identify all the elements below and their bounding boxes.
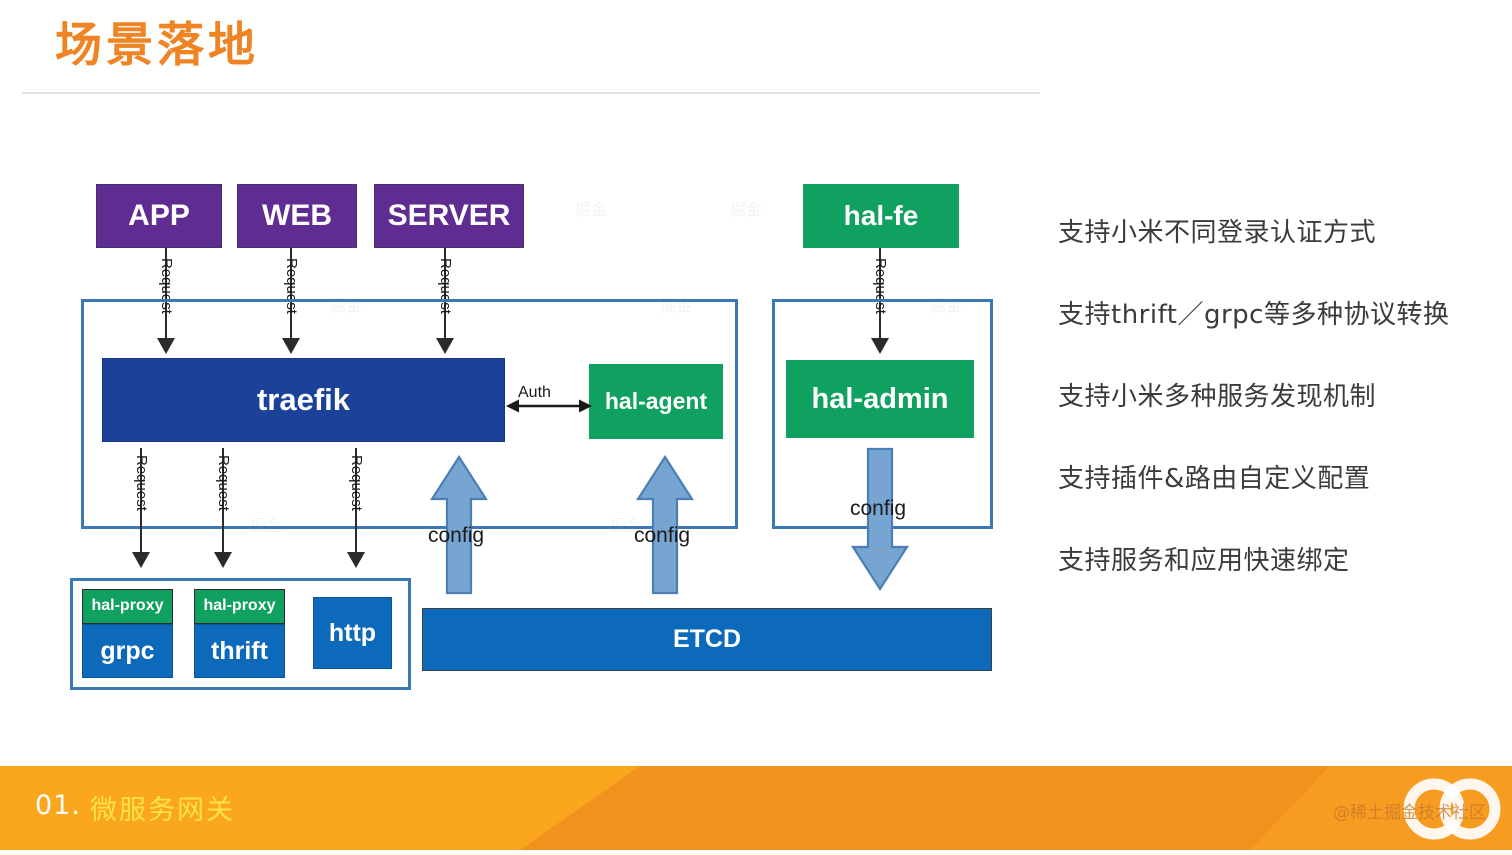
header-divider xyxy=(22,92,1040,94)
etcd-box[interactable]: ETCD xyxy=(422,608,992,671)
downstream-label-grpc: Request xyxy=(133,455,150,511)
hal-fe-box[interactable]: hal-fe xyxy=(803,184,959,248)
downstream-arrowhead-http xyxy=(347,552,365,568)
client-box-server[interactable]: SERVER xyxy=(374,184,524,248)
request-arrowhead-web xyxy=(282,338,300,354)
footer-section-number: 01. xyxy=(35,790,81,821)
protocol-box-thrift[interactable]: thrift xyxy=(194,624,285,678)
hal-proxy-box-thrift[interactable]: hal-proxy xyxy=(194,589,285,624)
infinity-logo-icon xyxy=(1398,768,1504,855)
gateway-container xyxy=(81,299,738,529)
client-box-app-label: APP xyxy=(128,199,190,233)
footer-band xyxy=(0,766,1512,850)
hal-proxy-grpc-label: hal-proxy xyxy=(91,597,164,615)
hal-fe-label: hal-fe xyxy=(843,200,919,232)
request-line-server xyxy=(444,248,446,344)
backend-container xyxy=(70,578,411,690)
config-arrow-traefik xyxy=(430,455,488,595)
etcd-label: ETCD xyxy=(672,625,742,654)
page-title: 场景落地 xyxy=(55,18,259,73)
protocol-thrift-label: thrift xyxy=(211,636,268,665)
hal-agent-label: hal-agent xyxy=(604,388,708,415)
client-box-web[interactable]: WEB xyxy=(237,184,357,248)
client-box-web-label: WEB xyxy=(262,199,332,233)
hal-proxy-box-grpc[interactable]: hal-proxy xyxy=(82,589,173,624)
config-label-admin: config xyxy=(850,497,907,520)
downstream-arrowhead-grpc xyxy=(132,552,150,568)
background-watermark: 掘金 xyxy=(250,516,283,535)
hal-admin-label: hal-admin xyxy=(811,382,949,415)
hal-proxy-thrift-label: hal-proxy xyxy=(203,597,276,615)
request-line-hal-fe xyxy=(879,248,881,344)
downstream-line-http xyxy=(355,448,357,558)
downstream-arrowhead-thrift xyxy=(214,552,232,568)
config-label-traefik: config xyxy=(428,524,485,547)
downstream-line-thrift xyxy=(222,448,224,558)
watermark-text: @稀土掘金技术社区 xyxy=(1333,803,1486,823)
protocol-box-http[interactable]: http xyxy=(313,597,392,669)
protocol-http-label: http xyxy=(328,618,377,647)
request-line-web xyxy=(290,248,292,344)
protocol-grpc-label: grpc xyxy=(100,636,155,665)
request-arrowhead-app xyxy=(157,338,175,354)
downstream-label-thrift: Request xyxy=(215,455,232,511)
request-arrowhead-server xyxy=(436,338,454,354)
feature-item: 支持thrift／grpc等多种协议转换 xyxy=(1058,300,1450,330)
auth-label: Auth xyxy=(518,384,551,401)
config-arrow-hal-agent xyxy=(636,455,694,595)
feature-item: 支持服务和应用快速绑定 xyxy=(1058,546,1350,576)
client-box-app[interactable]: APP xyxy=(96,184,222,248)
footer-diagonal-decoration xyxy=(0,766,1512,850)
downstream-line-grpc xyxy=(140,448,142,558)
hal-agent-box[interactable]: hal-agent xyxy=(589,364,723,439)
protocol-box-grpc[interactable]: grpc xyxy=(82,624,173,678)
footer-section-title: 微服务网关 xyxy=(90,795,235,826)
client-box-server-label: SERVER xyxy=(387,199,511,233)
traefik-label: traefik xyxy=(256,381,351,417)
config-arrow-admin xyxy=(851,446,909,591)
feature-list: 支持小米不同登录认证方式 支持thrift／grpc等多种协议转换 支持小米多种… xyxy=(1058,212,1478,622)
request-line-app xyxy=(165,248,167,344)
request-arrowhead-hal-fe xyxy=(871,338,889,354)
feature-item: 支持小米不同登录认证方式 xyxy=(1058,218,1377,248)
background-watermark: 掘金 xyxy=(730,200,763,219)
background-watermark: 掘金 xyxy=(575,200,608,219)
auth-double-arrow xyxy=(506,398,592,419)
hal-admin-box[interactable]: hal-admin xyxy=(786,360,974,438)
feature-item: 支持插件&路由自定义配置 xyxy=(1058,464,1371,494)
feature-item: 支持小米多种服务发现机制 xyxy=(1058,382,1377,412)
traefik-box[interactable]: traefik xyxy=(102,358,505,442)
downstream-label-http: Request xyxy=(348,455,365,511)
background-watermark: 掘金 xyxy=(610,516,643,535)
config-label-hal-agent: config xyxy=(634,524,691,547)
